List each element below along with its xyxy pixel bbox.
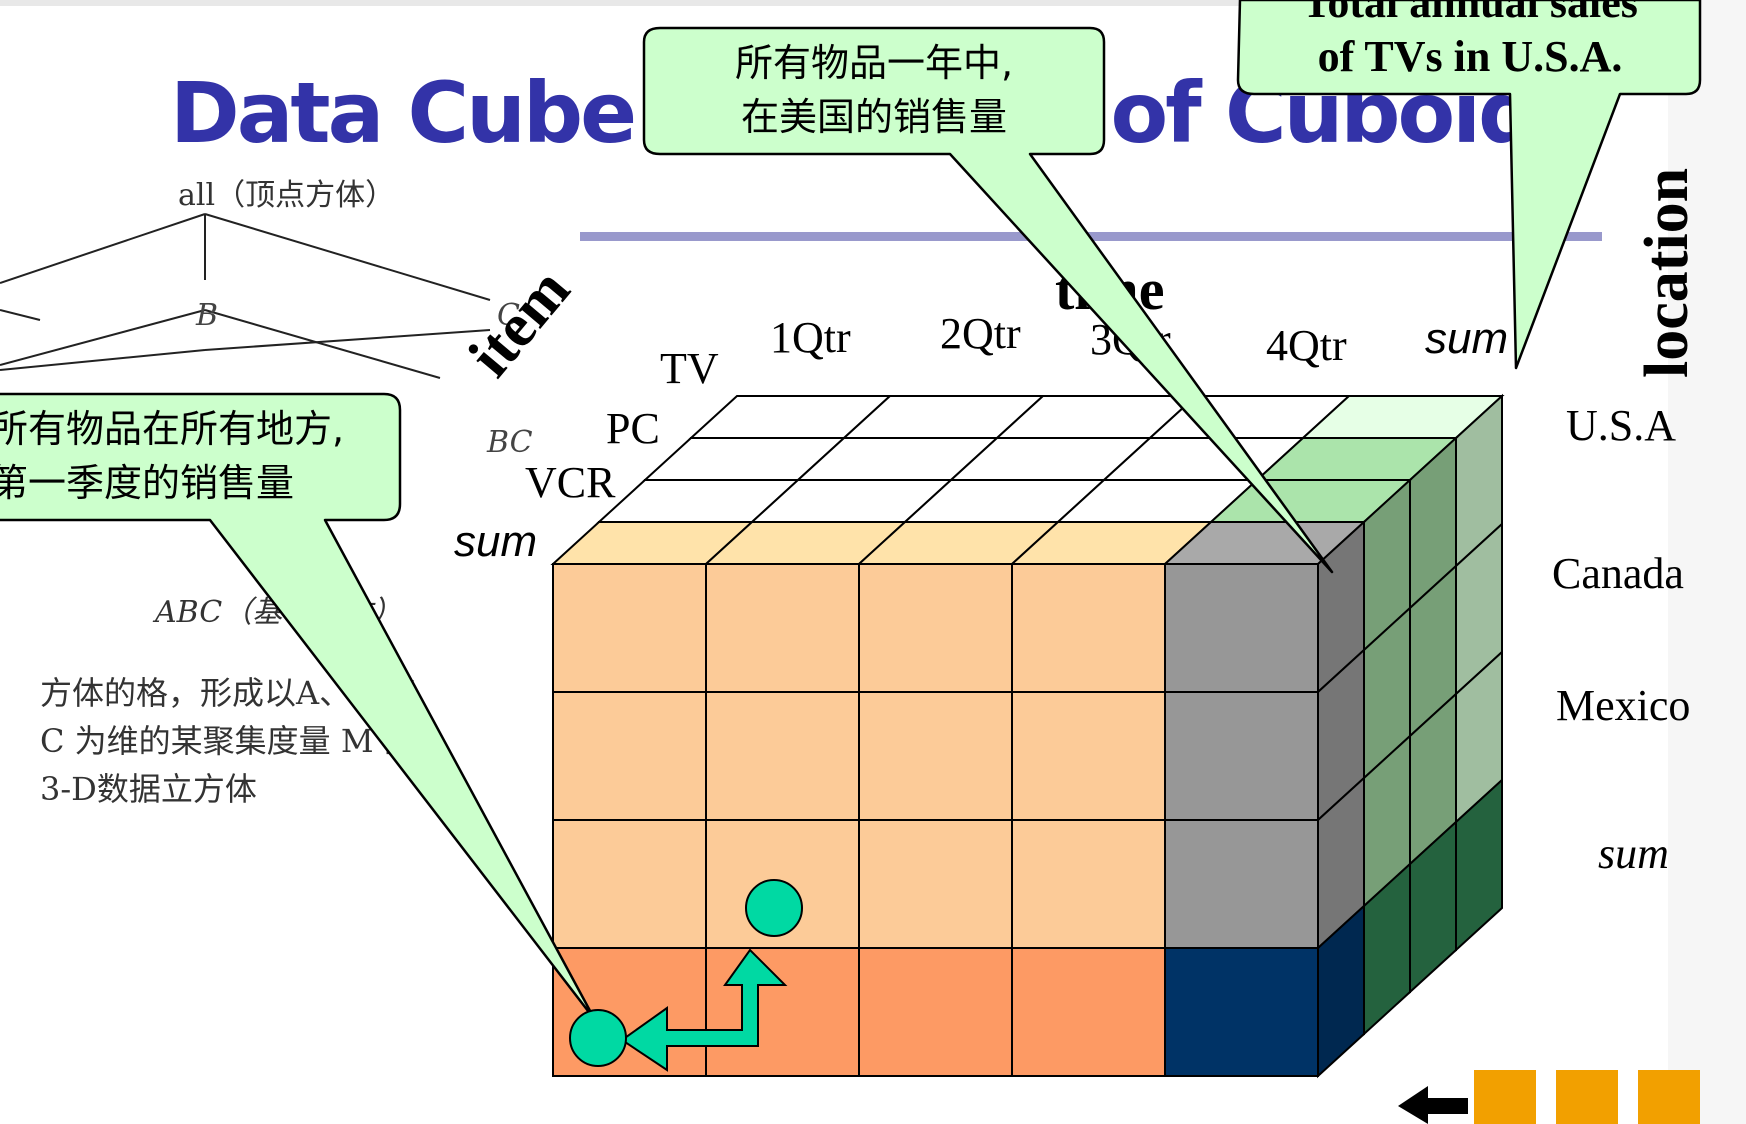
item-label-vcr: VCR (525, 458, 616, 507)
nav-button-2[interactable] (1556, 1070, 1618, 1124)
item-label-pc: PC (606, 404, 660, 453)
green-dot-end (569, 1009, 627, 1067)
callout-q1-all-line-1: 所有物品在所有地方, (0, 407, 345, 451)
right-margin-strip (1668, 0, 1746, 1124)
callout-tv-usa-line-2: of TVs in U.S.A. (1317, 32, 1623, 81)
nav-button-3[interactable] (1638, 1070, 1700, 1124)
quarter-label-2: 2Qtr (940, 309, 1021, 358)
back-arrow-icon[interactable] (1398, 1086, 1468, 1124)
callout-usa-all-items: 所有物品一年中, 在美国的销售量 (660, 36, 1088, 144)
quarter-label-1: 1Qtr (770, 313, 851, 362)
lattice-node-b: B (196, 298, 219, 333)
callout-usa-all-items-line-2: 在美国的销售量 (740, 95, 1007, 139)
callout-tv-usa-shape (1236, 0, 1702, 370)
item-label-tv: TV (660, 344, 719, 393)
callout-q1-all-shape (0, 392, 597, 1022)
callout-usa-all-items-shape (642, 26, 1334, 574)
location-label-mexico: Mexico (1556, 681, 1691, 730)
quarter-label-4: 4Qtr (1266, 321, 1347, 370)
lattice-caption-line-2: C 为维的某聚集度量 M 的 (40, 722, 416, 760)
callout-q1-all-line-2: 第一季度的销售量 (0, 461, 295, 505)
lattice-apex-label: all（顶点方体） (178, 178, 396, 213)
green-dot-start (745, 879, 803, 937)
green-arrow-icon (620, 948, 788, 1072)
top-border (0, 0, 1746, 6)
lattice-node-bc: BC (487, 425, 533, 460)
lattice-caption-line-3: 3-D数据立方体 (40, 770, 257, 808)
item-label-sum: sum (454, 517, 538, 566)
callout-usa-all-items-line-1: 所有物品一年中, (734, 41, 1014, 85)
location-label-sum: sum (1598, 829, 1669, 878)
lattice-node-c: C (497, 298, 520, 333)
nav-button-1[interactable] (1474, 1070, 1536, 1124)
callout-tv-usa: Total annual sales of TVs in U.S.A. (1240, 0, 1700, 84)
location-label-usa: U.S.A (1566, 401, 1677, 450)
cube-cell-l0-c4-r3-front (1164, 947, 1319, 1077)
lattice-diagram (0, 213, 491, 379)
location-label-canada: Canada (1552, 549, 1684, 598)
callout-tv-usa-line-1: Total annual sales (1302, 0, 1638, 27)
quarter-label-sum: sum (1425, 314, 1509, 363)
callout-q1-all: 所有物品在所有地方, 第一季度的销售量 (0, 402, 390, 510)
